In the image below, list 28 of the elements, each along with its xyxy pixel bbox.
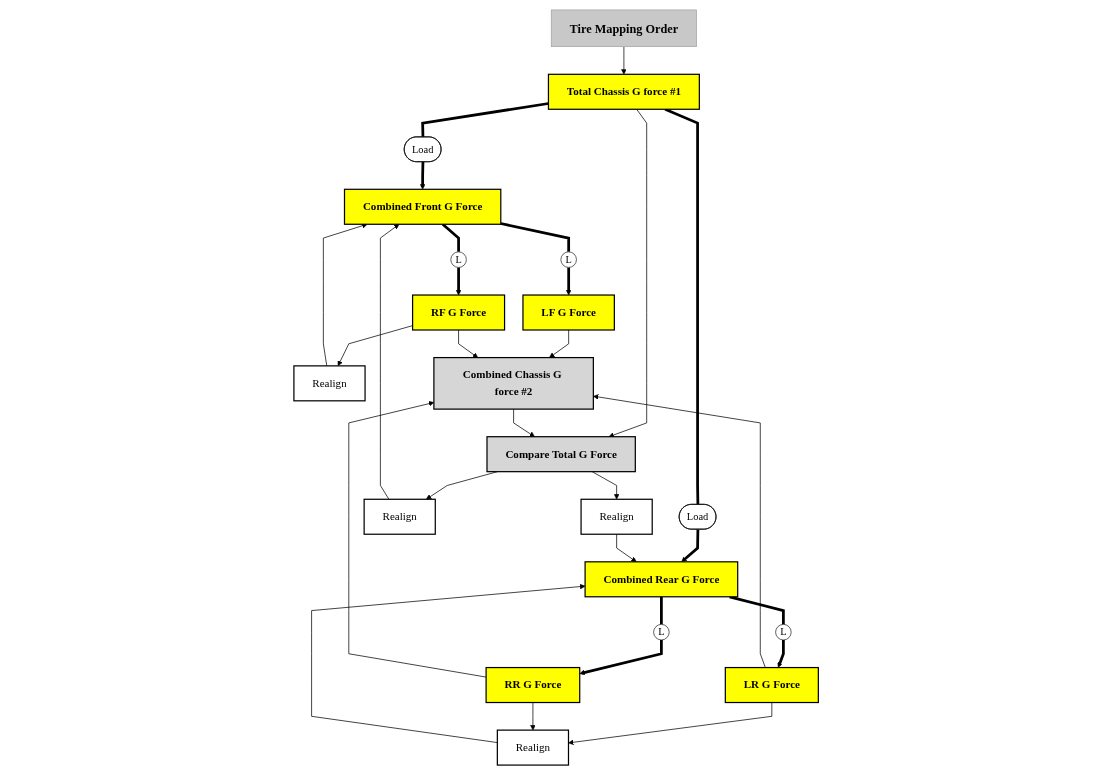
node-box: LR G Force bbox=[725, 666, 820, 704]
connector bbox=[664, 108, 700, 505]
node-box: Combined Front G Force bbox=[344, 188, 502, 225]
arrow bbox=[420, 161, 426, 190]
node-box: Total Chassis G force #1 bbox=[548, 73, 701, 110]
node-box: Realign bbox=[580, 498, 654, 535]
node-circle: L bbox=[560, 251, 578, 268]
arrow bbox=[566, 267, 572, 296]
connector bbox=[500, 222, 571, 252]
node-box: Compare Total G Force bbox=[486, 436, 637, 473]
node-box: Realign bbox=[293, 365, 367, 402]
node-box: RR G Force bbox=[485, 666, 581, 704]
node-box: Combined Chassis G force #2 bbox=[433, 356, 595, 410]
arrow bbox=[777, 639, 786, 668]
connector bbox=[729, 595, 786, 625]
node-box: Combined Rear G Force bbox=[584, 561, 739, 598]
node-box: RF G Force bbox=[412, 294, 506, 331]
node-box: Realign bbox=[363, 498, 437, 535]
node-box: LF G Force bbox=[522, 294, 616, 331]
connector bbox=[660, 596, 664, 625]
connector bbox=[442, 223, 461, 252]
node-circle: L bbox=[653, 624, 670, 641]
arrow bbox=[681, 529, 700, 563]
node-circle: L bbox=[450, 251, 468, 268]
node-circle: L bbox=[775, 624, 792, 641]
node-box: Tire Mapping Order bbox=[551, 9, 698, 47]
arrow bbox=[456, 267, 462, 296]
node-box: Realign bbox=[497, 729, 570, 766]
